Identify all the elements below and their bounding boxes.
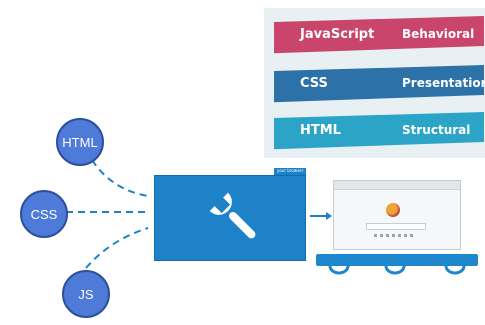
bubble-js: JS [62, 270, 110, 318]
folder-tab: your browser [274, 168, 306, 176]
layer-face [274, 112, 484, 150]
layer-right-label: Structural [402, 123, 471, 137]
bubble-html: HTML [56, 118, 104, 166]
roller-icon [384, 265, 406, 275]
processor-folder [154, 175, 306, 261]
layer-stack: JavaScript Behavioral CSS Presentationa … [264, 8, 485, 158]
roller-icon [328, 265, 350, 275]
conveyor-belt [316, 254, 478, 266]
layer-html: HTML Structural [274, 110, 484, 150]
layer-face [274, 16, 484, 54]
browser-search-box [366, 223, 426, 230]
layer-left-label: HTML [300, 122, 341, 138]
layer-javascript: JavaScript Behavioral [274, 14, 484, 54]
browser-toolbar [334, 181, 460, 190]
connector-js [85, 227, 149, 269]
roller-icon [444, 265, 466, 275]
layer-left-label: CSS [300, 75, 328, 91]
browser-shortcuts [374, 234, 414, 237]
browser-window [333, 180, 461, 250]
bubble-css: CSS [20, 190, 68, 238]
layer-right-label: Behavioral [402, 27, 475, 41]
wrench-icon [209, 192, 256, 239]
folder-tab-label: your browser [277, 168, 304, 173]
layer-left-label: JavaScript [300, 26, 375, 42]
layer-right-label: Presentationa [402, 76, 485, 90]
connector-html [91, 159, 149, 197]
layer-face [274, 65, 484, 103]
layer-css: CSS Presentationa [274, 63, 485, 103]
firefox-logo-icon [386, 203, 400, 217]
